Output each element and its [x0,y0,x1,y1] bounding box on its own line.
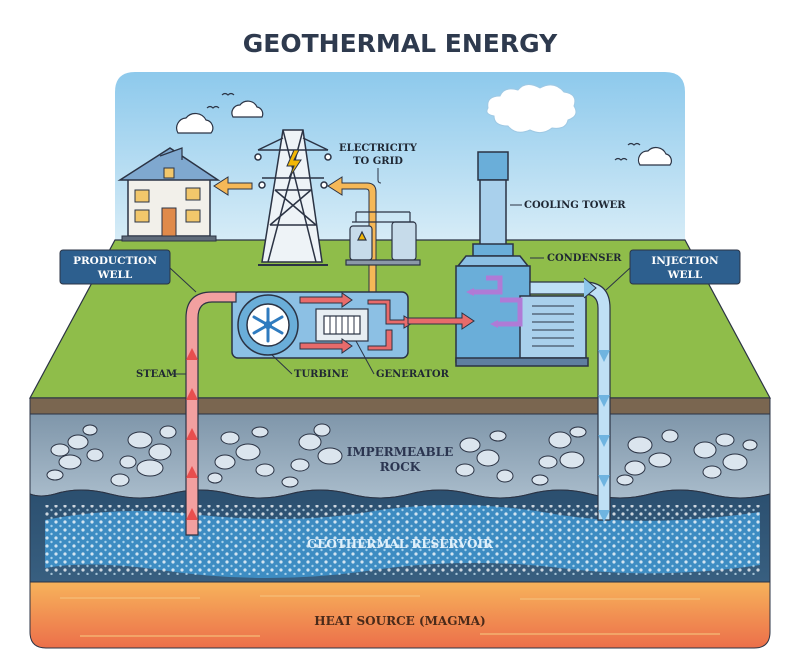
diagram-title: GEOTHERMAL ENERGY [243,29,558,58]
arrow-to-house [213,176,253,196]
steam-cloud [486,84,577,134]
label-impermeable-line2: ROCK [380,460,421,474]
cloud-icon [637,146,672,166]
house-icon [117,147,221,242]
production-well-pipe [185,291,237,536]
label-condenser: CONDENSER [547,253,622,264]
turbine-fan-icon [246,303,290,347]
lightning-icon [286,149,302,179]
storage-tank-icon [345,211,421,266]
power-pylon-icon [254,129,332,266]
label-reservoir: GEOTHERMAL RESERVOIR [307,537,494,551]
cloud-icon [176,112,214,134]
cooling-tower-icon [472,151,514,257]
injection-well-pipe [529,277,611,522]
generator-icon [315,308,369,342]
injection-well-label-box: INJECTION WELL [629,249,741,285]
label-cooling-tower: COOLING TOWER [524,200,626,211]
label-electricity-line2: TO GRID [353,156,403,167]
steam-to-condenser-arrow [407,312,475,330]
electricity-pipe [327,176,377,293]
condenser-icon [455,255,589,367]
label-injection-line1: INJECTION [651,255,719,267]
production-well-label-box: PRODUCTION WELL [59,249,171,285]
cloud-icon [231,100,264,118]
label-electricity-line1: ELECTRICITY [339,143,418,154]
condenser-flow-arrow [470,275,503,295]
label-production-line1: PRODUCTION [73,255,157,267]
condenser-flow-arrow [494,297,523,327]
soil-layer [29,397,771,415]
label-production-line2: WELL [97,269,133,281]
label-generator: GENERATOR [376,369,450,380]
steam-flow-arrows [299,292,415,354]
label-impermeable-line1: IMPERMEABLE [347,445,454,459]
label-turbine: TURBINE [294,369,349,380]
rock-pebbles [46,423,758,488]
label-heat-source: HEAT SOURCE (MAGMA) [314,614,485,628]
label-steam: STEAM [136,369,177,380]
label-injection-line2: WELL [667,269,703,281]
bird-icon [206,92,641,161]
